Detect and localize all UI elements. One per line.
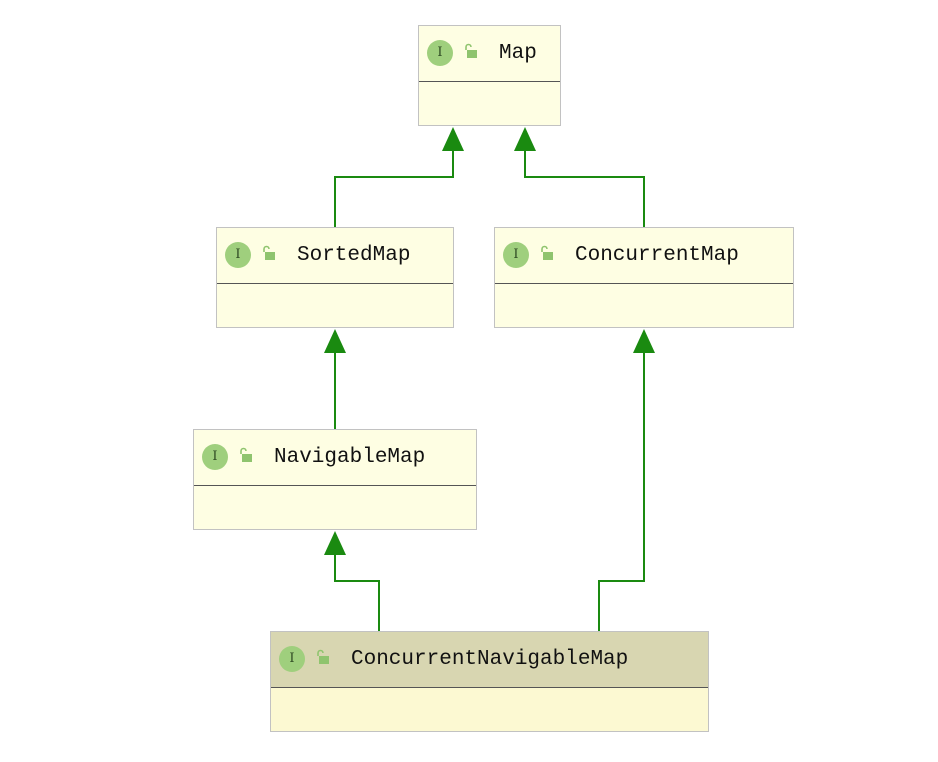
node-concurrentnavigablemap[interactable]: I ConcurrentNavigableMap (270, 631, 709, 732)
node-navigablemap[interactable]: I NavigableMap (193, 429, 477, 530)
unlocked-padlock-icon (317, 649, 329, 664)
edge-concurrentnavigablemap-to-concurrentmap (598, 352, 645, 631)
unlocked-padlock-icon (541, 245, 553, 260)
interface-badge-icon: I (225, 242, 251, 268)
arrowhead-navigablemap (324, 531, 346, 555)
node-header: I Map (419, 26, 560, 82)
arrowhead-sortedmap (324, 329, 346, 353)
unlocked-padlock-icon (263, 245, 275, 260)
node-title: ConcurrentNavigableMap (351, 648, 629, 671)
edge-concurrentnavigablemap-to-navigablemap (334, 554, 380, 631)
interface-badge-icon: I (427, 40, 453, 66)
node-header: I NavigableMap (194, 430, 476, 486)
interface-badge-icon: I (279, 646, 305, 672)
unlocked-padlock-icon (465, 43, 477, 58)
arrowhead-map-left (442, 127, 464, 151)
edge-sortedmap-to-map (334, 150, 454, 227)
interface-badge-icon: I (503, 242, 529, 268)
arrowhead-concurrentmap (633, 329, 655, 353)
edge-concurrentmap-to-map (524, 150, 645, 227)
node-title: Map (499, 42, 537, 65)
node-map[interactable]: I Map (418, 25, 561, 126)
node-header: I ConcurrentNavigableMap (271, 632, 708, 688)
unlocked-padlock-icon (240, 447, 252, 462)
node-header: I ConcurrentMap (495, 228, 793, 284)
interface-badge-icon: I (202, 444, 228, 470)
node-header: I SortedMap (217, 228, 453, 284)
node-title: SortedMap (297, 244, 411, 267)
arrowhead-map-right (514, 127, 536, 151)
node-title: ConcurrentMap (575, 244, 739, 267)
node-sortedmap[interactable]: I SortedMap (216, 227, 454, 328)
node-concurrentmap[interactable]: I ConcurrentMap (494, 227, 794, 328)
node-title: NavigableMap (274, 446, 426, 469)
